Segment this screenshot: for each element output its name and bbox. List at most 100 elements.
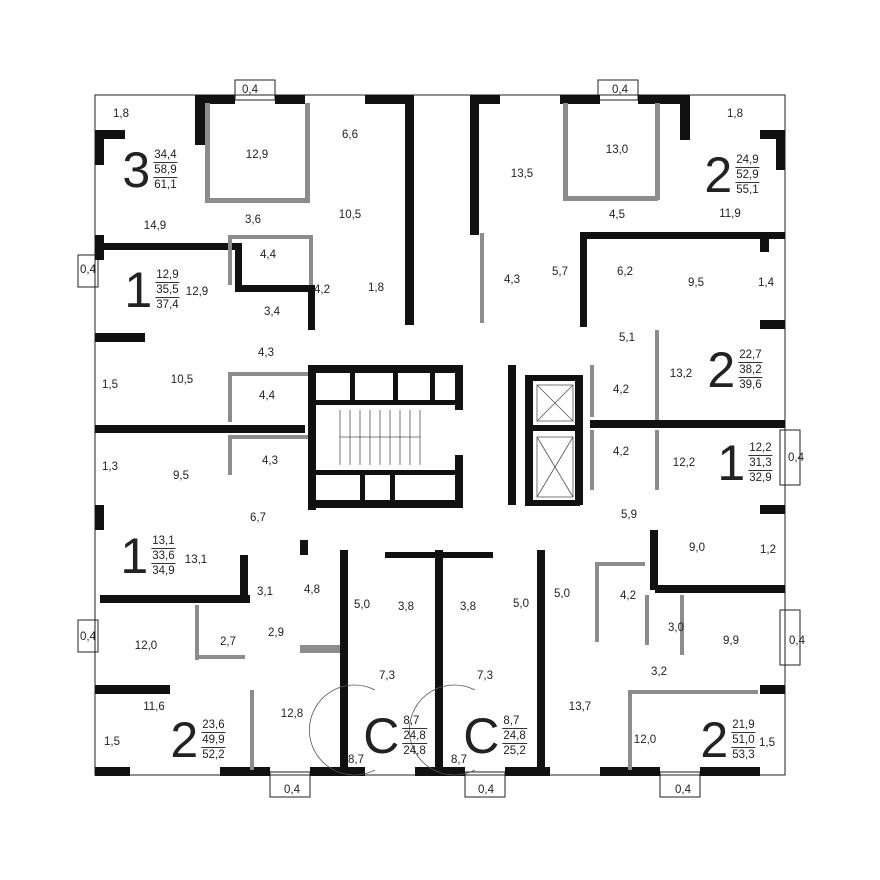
room-area-label: 13,0	[605, 144, 629, 156]
room-area-label: 12,0	[134, 640, 158, 652]
full-area: 52,2	[202, 749, 225, 761]
room-area-label: 11,9	[719, 208, 741, 220]
total-area: 51,0	[731, 734, 756, 748]
apartment-rooms: 1	[717, 435, 746, 491]
room-area-label: 0,4	[242, 84, 258, 96]
room-area-label: 3,8	[460, 601, 476, 613]
full-area: 61,1	[154, 179, 177, 191]
room-area-label: 3,2	[651, 666, 667, 678]
full-area: 39,6	[739, 379, 762, 391]
room-area-label: 0,4	[478, 784, 494, 796]
room-area-label: 4,3	[504, 274, 520, 286]
room-area-label: 1,8	[368, 282, 384, 294]
living-area: 23,6	[201, 719, 226, 733]
living-area: 8,7	[402, 714, 427, 729]
apartment-rooms: 1	[120, 528, 149, 584]
room-area-label: 13,2	[669, 368, 693, 380]
living-area: 22,7	[738, 349, 763, 363]
room-area-label: 9,5	[173, 470, 189, 482]
room-area-label: 4,2	[620, 590, 636, 602]
room-area-label: 9,5	[688, 277, 704, 289]
total-area: 31,3	[748, 457, 773, 471]
living-area: 21,9	[731, 719, 756, 733]
full-area: 24,8	[403, 745, 426, 757]
room-area-label: 3,6	[245, 214, 261, 226]
room-area-label: 13,5	[510, 168, 534, 180]
room-area-label: 9,9	[723, 635, 739, 647]
room-area-label: 0,4	[789, 635, 805, 647]
room-area-label: 1,5	[102, 379, 118, 391]
room-area-label: 4,2	[613, 446, 629, 458]
full-area: 37,4	[156, 299, 179, 311]
room-area-label: 4,4	[259, 390, 275, 402]
room-area-label: 5,9	[621, 509, 637, 521]
room-area-label: 0,4	[612, 84, 628, 96]
room-area-label: 4,5	[609, 209, 625, 221]
room-area-label: 0,4	[80, 631, 96, 643]
living-area: 12,9	[155, 269, 180, 283]
room-area-label: 10,5	[338, 209, 362, 221]
room-area-label: 0,4	[788, 452, 804, 464]
room-area-label: 12,2	[672, 457, 696, 469]
room-area-label: 10,5	[170, 374, 194, 386]
room-area-label: 2,7	[220, 636, 236, 648]
room-area-label: 7,3	[477, 670, 493, 682]
room-area-label: 12,8	[280, 708, 304, 720]
room-area-label: 5,1	[619, 332, 635, 344]
room-area-label: 1,5	[104, 736, 120, 748]
room-area-label: 11,6	[143, 701, 165, 713]
apartment-rooms: 2	[170, 712, 199, 768]
room-area-label: 0,4	[80, 264, 96, 276]
room-area-label: 4,2	[613, 384, 629, 396]
room-area-label: 1,2	[760, 544, 776, 556]
room-area-label: 5,0	[554, 588, 570, 600]
total-area: 24,8	[502, 730, 527, 744]
room-area-label: 6,6	[342, 129, 358, 141]
room-area-label: 6,7	[250, 512, 266, 524]
room-area-label: 1,8	[113, 108, 129, 120]
total-area: 58,9	[153, 164, 178, 178]
full-area: 53,3	[732, 749, 755, 761]
room-area-label: 9,0	[689, 542, 705, 554]
room-area-label: 0,4	[284, 784, 300, 796]
room-area-label: 4,3	[262, 455, 278, 467]
total-area: 33,6	[151, 550, 176, 564]
apartment-rooms: 2	[707, 342, 736, 398]
room-area-label: 12,9	[185, 286, 209, 298]
living-area: 8,7	[502, 714, 527, 729]
room-area-label: 4,2	[314, 284, 330, 296]
total-area: 52,9	[735, 169, 760, 183]
room-area-label: 0,4	[675, 784, 691, 796]
room-area-label: 4,8	[304, 584, 320, 596]
full-area: 55,1	[736, 184, 759, 196]
room-area-label: 3,0	[668, 622, 684, 634]
room-area-label: 4,3	[258, 347, 274, 359]
total-area: 38,2	[738, 364, 763, 378]
full-area: 34,9	[152, 565, 175, 577]
room-area-label: 14,9	[143, 220, 167, 232]
living-area: 34,4	[153, 149, 178, 163]
room-area-label: 5,0	[513, 598, 529, 610]
apartment-rooms: 2	[700, 712, 729, 768]
room-area-label: 13,1	[184, 554, 208, 566]
room-area-label: 1,3	[102, 461, 118, 473]
living-area: 24,9	[735, 154, 760, 168]
room-area-label: 1,5	[759, 737, 775, 749]
room-area-label: 6,2	[617, 266, 633, 278]
apartment-rooms: С	[463, 708, 500, 764]
total-area: 49,9	[201, 734, 226, 748]
room-area-label: 8,7	[348, 754, 364, 766]
room-area-label: 1,4	[758, 277, 774, 289]
room-area-label: 3,4	[264, 306, 280, 318]
room-area-label: 5,7	[552, 266, 568, 278]
apartment-rooms: 3	[122, 142, 151, 198]
room-area-label: 12,9	[245, 149, 269, 161]
room-area-label: 7,3	[379, 670, 395, 682]
room-area-label: 4,4	[260, 249, 276, 261]
